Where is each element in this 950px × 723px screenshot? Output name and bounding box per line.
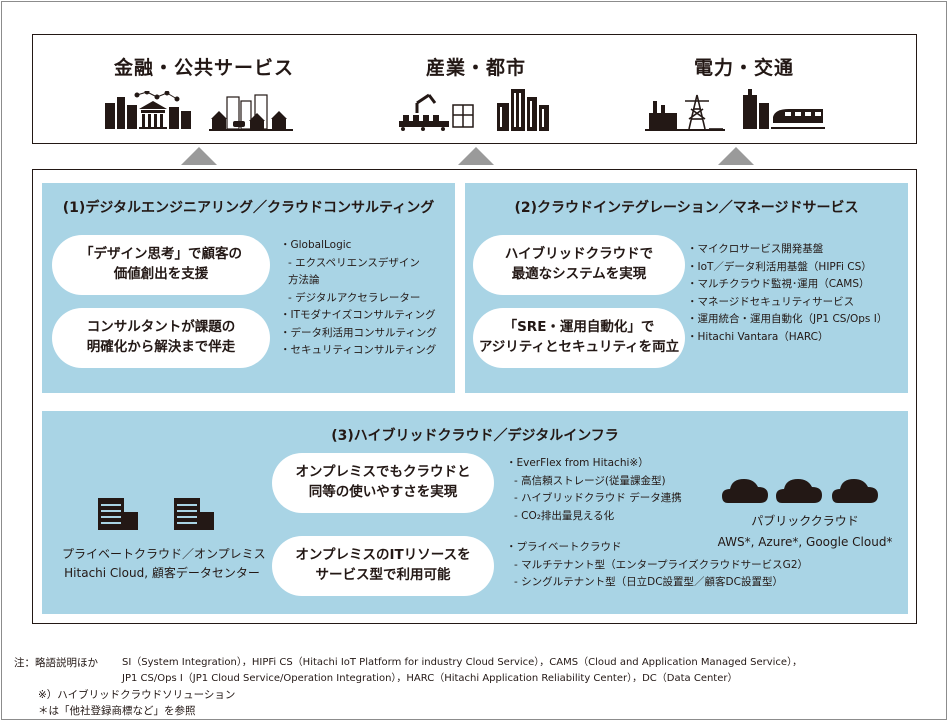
factory-robot-icon — [399, 93, 474, 131]
panel2-service-list: ・マイクロサービス開発基盤・IoT／データ利活用基盤（HIPFi CS） ・マルチ… — [687, 241, 887, 346]
private-cloud-label: プライベートクラウド／オンプレミス Hitachi Cloud, 顧客データセン… — [62, 547, 266, 580]
panel2-pill-sre: 「SRE・運用自動化」でアジリティとセキュリティを両立 — [473, 308, 685, 368]
list-item: ・IoT／データ利活用基盤（HIPFi CS） — [687, 260, 872, 273]
city-houses-icon — [209, 94, 293, 131]
list-item: ・運用統合・運用自動化（JP1 CS/Ops I） — [687, 313, 888, 325]
panel-cloud-integration: (2)クラウドインテグレーション／マネージドサービス ハイブリッドクラウドで最適… — [465, 183, 908, 393]
power-plant-icon — [645, 94, 725, 131]
footnote-abbreviations: SI（System Integration），HIPFi CS（Hitachi … — [122, 657, 803, 684]
list-item: ・セキュリティコンサルティング — [280, 344, 437, 356]
bank-building-icon — [105, 91, 191, 129]
panel2-pill-hybrid: ハイブリッドクラウドで最適なシステムを実現 — [473, 235, 685, 295]
list-item: - デジタルアクセラレーター — [288, 291, 421, 304]
list-item: - シングルテナント型（日立DC設置型／顧客DC設置型） — [514, 576, 783, 588]
panel3-title: (3)ハイブリッドクラウド／デジタルインフラ — [331, 428, 619, 444]
list-item: ・Hitachi Vantara（HARC） — [687, 330, 829, 343]
arrow-up-industry — [458, 147, 494, 165]
domain-title-energy: 電力・交通 — [693, 57, 794, 79]
panel1-pill-design-thinking: 「デザイン思考」で顧客の価値創出を支援 — [52, 235, 270, 295]
footnote-label: 注：略語説明ほか — [14, 657, 98, 669]
list-item: - CO₂排出量見える化 — [514, 509, 615, 522]
panel3-pill-onprem-cloud: オンプレミスでもクラウドと同等の使いやすさを実現 — [272, 453, 494, 513]
industry-domains-box: 金融・公共サービス 産業・都市 電力・交通 — [32, 34, 917, 144]
services-box: (1)デジタルエンジニアリング／クラウドコンサルティング 「デザイン思考」で顧客… — [32, 169, 917, 624]
panel1-title: (1)デジタルエンジニアリング／クラウドコンサルティング — [62, 200, 435, 216]
server-rack-icon — [98, 498, 214, 530]
public-cloud-label: パブリッククラウド AWS*, Azure*, Google Cloud* — [717, 514, 893, 549]
footnote-symbols: ※）ハイブリッドクラウドソリューション ＊は「他社登録商標など」を参照 — [38, 689, 236, 717]
list-item: - マルチテナント型（エンタープライズクラウドサービスG2） — [514, 558, 808, 571]
arrow-up-finance — [181, 147, 217, 165]
list-item: ・データ利活用コンサルティング — [280, 326, 437, 339]
list-item: ・ITモダナイズコンサルティング — [280, 309, 436, 321]
list-item: ・EverFlex from Hitachi※） — [506, 457, 649, 469]
domain-title-finance: 金融・公共サービス — [113, 57, 294, 79]
panel2-title: (2)クラウドインテグレーション／マネージドサービス — [514, 200, 859, 216]
office-buildings-icon — [497, 89, 549, 131]
list-item: ・マネージドセキュリティサービス — [687, 295, 855, 308]
list-item: ・GlobalLogic — [280, 239, 352, 251]
panel3-everflex-list: ・EverFlex from Hitachi※） - 高信頼ストレージ(従量課金型… — [506, 455, 682, 525]
panel-hybrid-infra: (3)ハイブリッドクラウド／デジタルインフラ プライベートクラウド／オンプレミス… — [42, 411, 908, 614]
arrow-up-energy — [718, 147, 754, 165]
train-station-icon — [743, 89, 825, 129]
panel3-pill-onprem-service: オンプレミスのITリソースをサービス型で利用可能 — [272, 536, 494, 596]
list-item: - 高信頼ストレージ(従量課金型) — [514, 474, 666, 487]
panel1-pill-consultant: コンサルタントが課題の明確化から解決まで伴走 — [52, 308, 270, 368]
public-cloud-icon — [722, 479, 878, 503]
list-item: ・プライベートクラウド — [506, 541, 622, 553]
panel3-private-cloud-list: ・プライベートクラウド - マルチテナント型（エンタープライズクラウドサービスG2… — [506, 539, 808, 592]
panel1-service-list: ・GlobalLogic - エクスペリエンスデザイン方法論 - デジタルアクセラレ… — [280, 237, 437, 360]
list-item: - ハイブリッドクラウド データ連携 — [514, 492, 682, 504]
list-item: ・マルチクラウド監視･運用（CAMS） — [687, 278, 870, 290]
domain-title-industry: 産業・都市 — [425, 57, 526, 79]
list-item: 方法論 — [288, 274, 320, 286]
list-item: ・マイクロサービス開発基盤 — [687, 243, 824, 255]
list-item: - エクスペリエンスデザイン — [288, 256, 420, 269]
panel-digital-engineering: (1)デジタルエンジニアリング／クラウドコンサルティング 「デザイン思考」で顧客… — [42, 183, 455, 393]
